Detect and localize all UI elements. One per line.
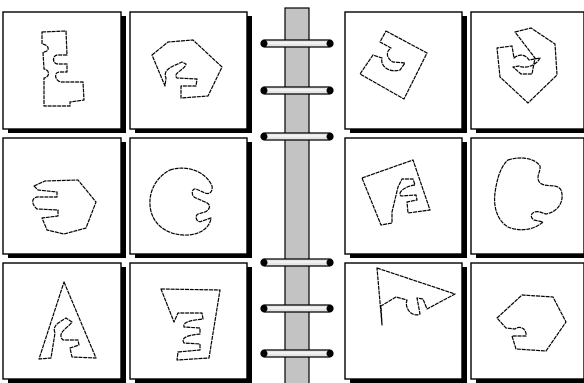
card (345, 138, 467, 258)
card (3, 263, 126, 383)
binding-ring (261, 350, 334, 357)
binding-ring (261, 133, 334, 140)
card (3, 138, 126, 258)
binding-ring (261, 87, 334, 94)
binding-ring (261, 40, 334, 47)
card (471, 12, 584, 133)
card (130, 138, 252, 258)
card (345, 263, 467, 383)
card (3, 12, 126, 133)
card (471, 263, 584, 383)
card (471, 138, 584, 258)
binding-ring (261, 305, 334, 312)
notebook-spine (285, 8, 309, 383)
card (130, 263, 252, 383)
binding-ring (261, 259, 334, 266)
card (345, 12, 467, 133)
card (130, 12, 252, 133)
right-page (345, 12, 584, 383)
left-page (3, 12, 252, 383)
